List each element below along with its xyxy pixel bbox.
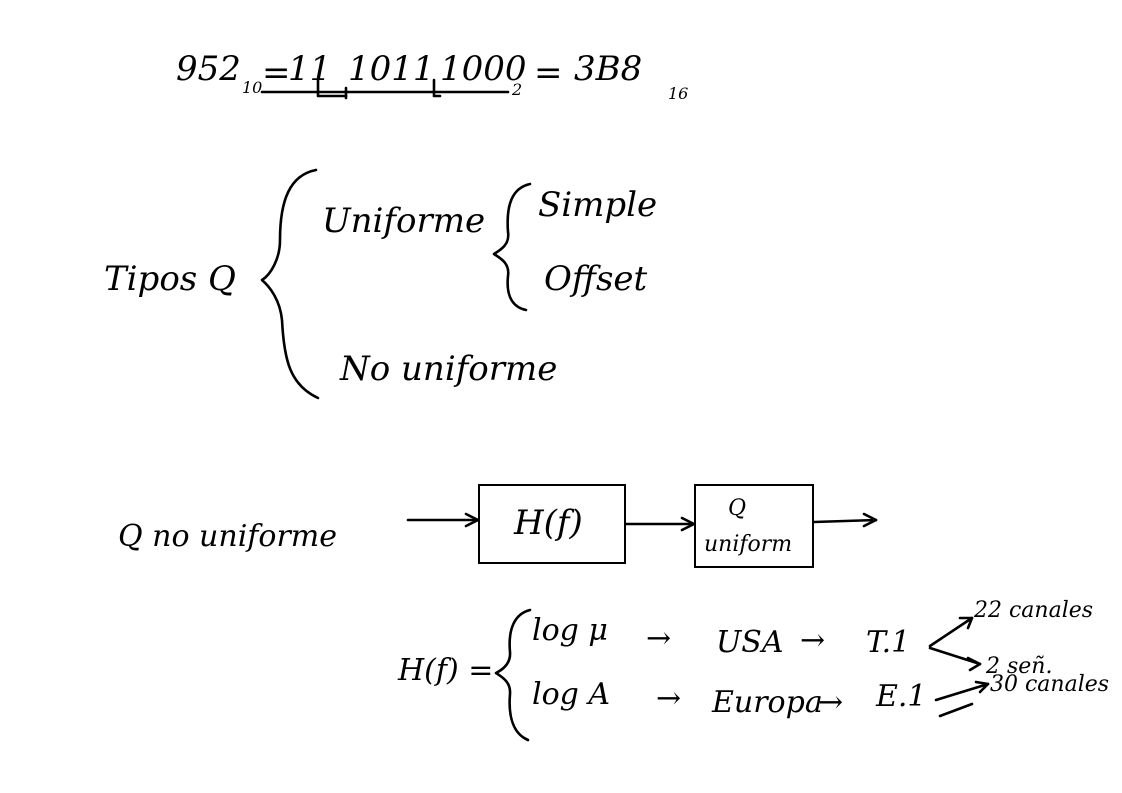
region-usa: USA [716,625,784,660]
binary-base: 2 [512,80,523,99]
subtype-offset: Offset [544,259,648,299]
hex-base: 16 [668,84,689,103]
decimal-value: 952 [176,49,241,89]
q-no-uniforme-label: Q no uniforme [118,519,337,554]
e1-branch-top: 30 canales [990,672,1110,697]
group-bracket-3 [432,78,442,98]
binary-group-2: 1011 [348,49,435,89]
branch-e1-top [934,682,990,702]
hf-block-label: H(f) [514,503,583,543]
hf-lhs: H(f) = [398,653,494,688]
q-uniform-block-top: Q [728,496,747,521]
branch-t1-top-head [958,616,974,630]
q-uniform-block [694,484,814,568]
q-uniform-block-bottom: uniform [704,532,793,557]
non-uniform-label: No uniforme [340,349,558,389]
arrow-out [812,518,878,524]
uniform-label: Uniforme [322,201,486,241]
brace-hf [494,608,532,742]
hex-value: 3B8 [574,49,643,89]
arrow-out-head [862,512,878,528]
equals-2: = [534,53,563,93]
branch-e1-top-head [974,680,990,694]
branch-t1-bottom-head [966,656,982,672]
equals-1: = [262,53,291,93]
binary-group-1: 11 [288,49,332,89]
row1-arrow-2: → [800,623,826,658]
subtype-simple: Simple [538,185,658,225]
decimal-base: 10 [242,78,263,97]
brace-tipos [260,168,320,400]
tipos-q-label: Tipos Q [104,259,236,299]
row1-arrow-1: → [646,621,672,656]
branch-t1-bottom [928,646,982,666]
standard-t1: T.1 [866,625,911,660]
law-a: log A [532,677,611,712]
branch-t1-top [928,616,974,648]
row2-arrow-1: → [656,681,682,716]
group-bracket-1 [316,78,348,98]
hf-block [478,484,626,564]
binary-group-3: 1000 [440,49,527,89]
t1-branch-top: 22 canales [974,598,1094,623]
brace-uniforme [492,182,532,312]
region-europa: Europa [712,685,823,720]
t1-branch-bottom: 2 señ. [986,654,1053,679]
branch-e1-bottom [938,702,974,718]
law-mu: log μ [532,613,608,648]
standard-e1: E.1 [876,679,927,714]
row2-arrow-2: → [818,685,844,720]
